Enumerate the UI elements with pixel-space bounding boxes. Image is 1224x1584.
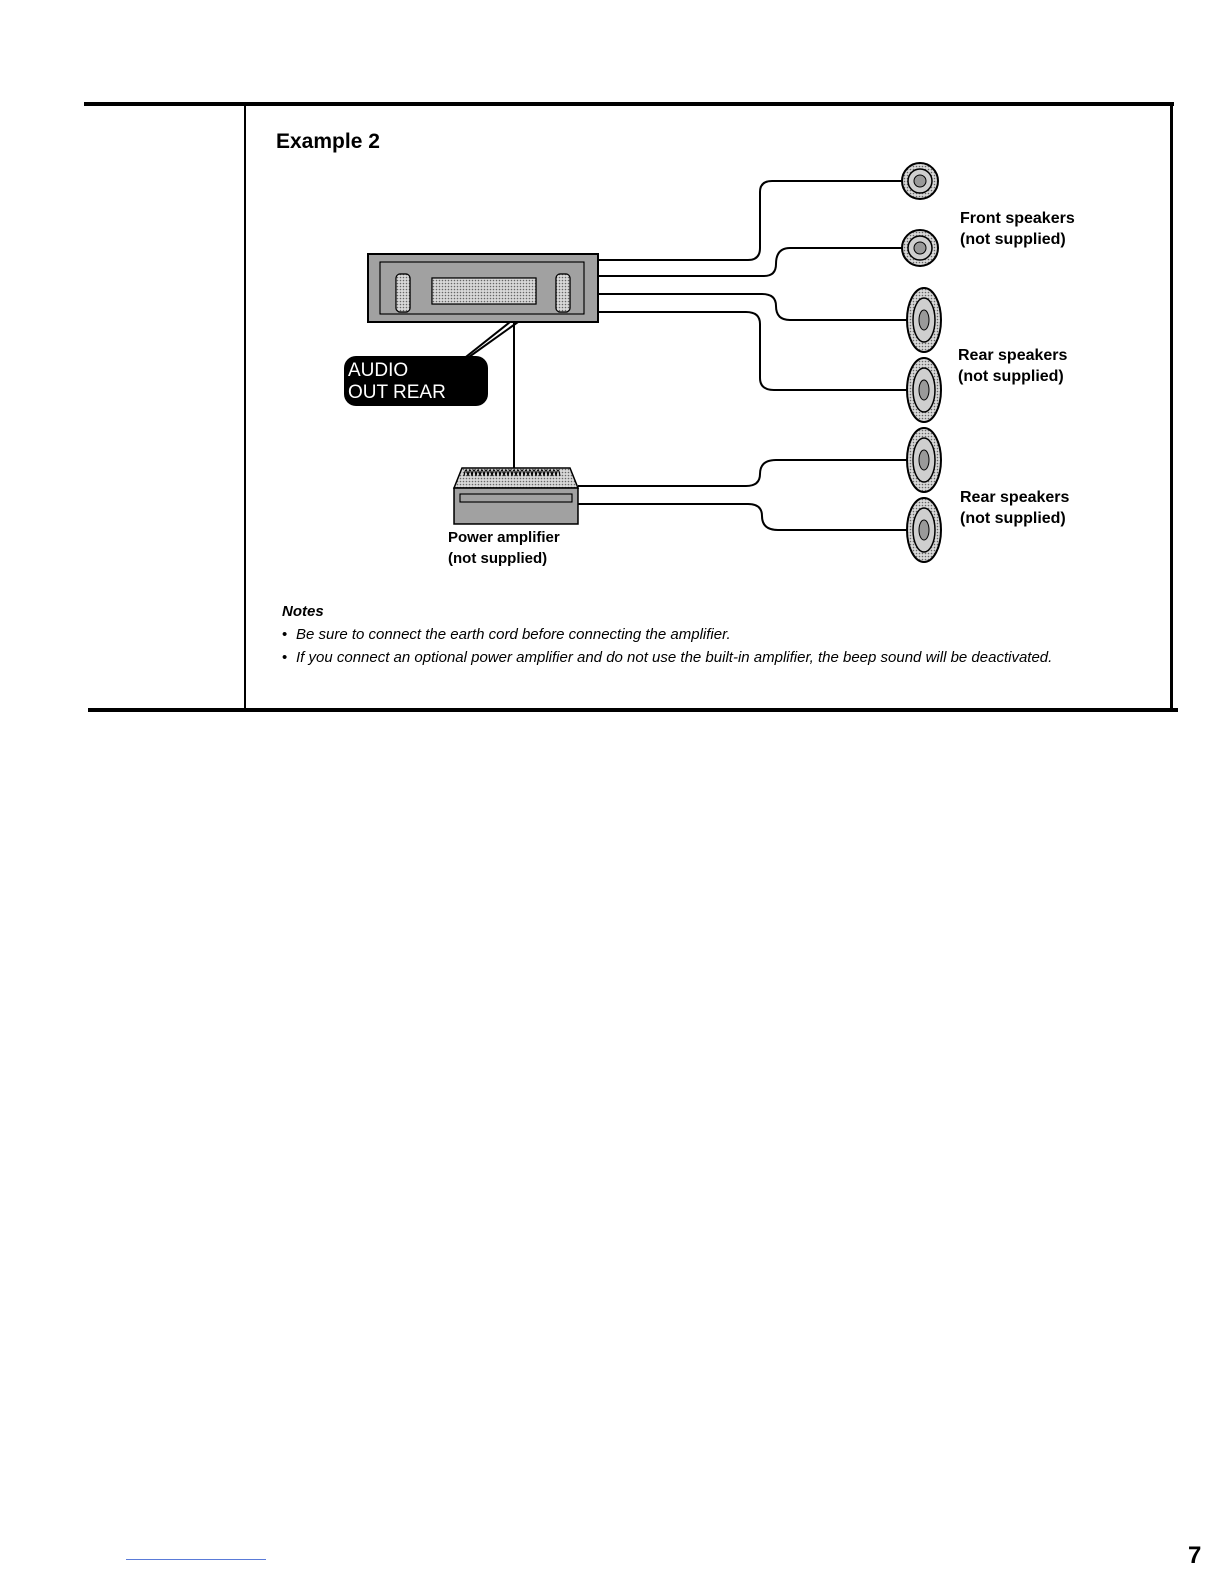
frame-left-rule <box>244 104 246 710</box>
front-speakers-label: Front speakers (not supplied) <box>960 208 1075 250</box>
power-amplifier-label: Power amplifier (not supplied) <box>448 527 560 569</box>
front-speaker-2-icon <box>901 229 939 267</box>
badge-line-1: AUDIO <box>348 360 409 381</box>
rear-speakers-label-2-line-1: Rear speakers <box>960 489 1070 506</box>
front-speakers-label-line-2: (not supplied) <box>960 231 1066 248</box>
rear-speaker-1-icon <box>906 287 942 353</box>
car-stereo-unit <box>367 253 599 323</box>
rear-speakers-label-1: Rear speakers (not supplied) <box>958 345 1067 387</box>
frame-bottom-rule <box>88 708 1178 712</box>
speaker-wires <box>578 180 912 531</box>
footer-link-line <box>126 1559 266 1560</box>
page-number: 7 <box>1188 1542 1202 1569</box>
power-amplifier-label-line-1: Power amplifier <box>448 529 560 546</box>
example-title: Example 2 <box>276 130 380 153</box>
notes-section: Notes Be sure to connect the earth cord … <box>282 600 1142 669</box>
rear-speakers-label-1-line-1: Rear speakers <box>958 347 1068 364</box>
badge-line-2: OUT REAR <box>348 382 446 403</box>
note-item-2: If you connect an optional power amplifi… <box>282 646 1142 669</box>
frame-right-rule <box>1170 104 1173 710</box>
notes-heading: Notes <box>282 603 324 620</box>
rear-speaker-3-icon <box>906 427 942 493</box>
amplifier-cable <box>461 321 519 476</box>
rear-speakers-label-2-line-2: (not supplied) <box>960 510 1066 527</box>
rear-speaker-4-icon <box>906 497 942 563</box>
note-item-1: Be sure to connect the earth cord before… <box>282 623 1142 646</box>
front-speaker-1-icon <box>901 162 939 200</box>
rear-speakers-label-2: Rear speakers (not supplied) <box>960 487 1069 529</box>
rear-speaker-2-icon <box>906 357 942 423</box>
audio-out-rear-badge: AUDIO OUT REAR <box>344 356 488 406</box>
frame-top-rule <box>84 102 1174 106</box>
power-amplifier-label-line-2: (not supplied) <box>448 550 548 567</box>
connection-diagram <box>367 162 942 563</box>
front-speakers-label-line-1: Front speakers <box>960 210 1075 227</box>
rear-speakers-label-1-line-2: (not supplied) <box>958 368 1064 385</box>
power-amplifier-icon <box>452 467 580 525</box>
